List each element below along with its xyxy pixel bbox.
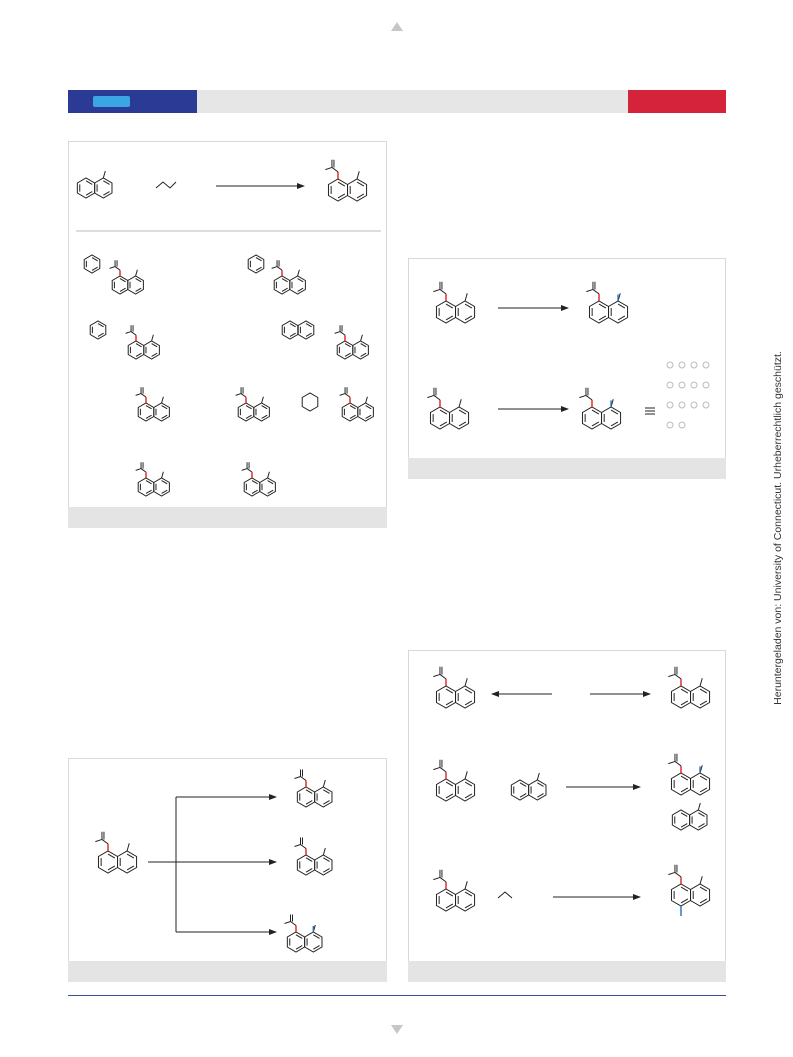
alkene-reagent	[155, 181, 177, 189]
scheme-4-caption	[408, 961, 726, 982]
pyrene-product	[579, 387, 622, 430]
scheme-3-caption	[68, 961, 387, 982]
substrate-product-4	[334, 325, 369, 360]
scheme-2-caption	[408, 458, 726, 479]
substrate-product-9	[241, 462, 276, 497]
substrate-product-2	[271, 260, 306, 295]
scheme3-product-3	[284, 914, 323, 953]
substrate-product-6	[235, 387, 270, 422]
scheme4-right-product	[668, 666, 711, 709]
scheme3-product-2	[294, 837, 333, 876]
biaryl-product-bottom	[671, 802, 708, 831]
scheme-2-panel	[408, 258, 726, 479]
alkenylated-product	[668, 864, 711, 907]
crystal-structure	[666, 361, 710, 429]
scheme3-product-1	[294, 769, 333, 808]
scheme-1-panel	[68, 141, 387, 528]
naphthalene-coupling-partner	[510, 772, 547, 801]
nav-up-arrow-icon[interactable]	[391, 22, 403, 31]
scheme4-substrate-3	[433, 869, 476, 912]
substrate-product-7	[339, 387, 374, 422]
alkene-partner	[497, 891, 513, 899]
substrate-product-1	[109, 260, 144, 295]
header-accent-block	[628, 90, 726, 113]
scheme4-left-product	[433, 666, 476, 709]
header-section-pill[interactable]	[93, 96, 130, 107]
substrate-product-3	[125, 325, 160, 360]
nav-down-arrow-icon[interactable]	[391, 1025, 403, 1034]
substrate-product-8	[135, 462, 170, 497]
phenanthrene-substrate	[433, 281, 476, 324]
reactant-naphthalene	[76, 170, 113, 199]
product-naphthalene-1	[325, 159, 368, 202]
substrate-product-5	[135, 387, 170, 422]
footer-rule	[68, 995, 726, 996]
scheme3-substrate	[95, 831, 138, 874]
header-journal-block	[68, 90, 197, 113]
pyrene-substrate	[427, 387, 470, 430]
scheme-1-caption	[68, 507, 387, 528]
biaryl-product-top	[668, 753, 711, 796]
header-bar	[197, 90, 628, 113]
scheme4-substrate-2	[433, 759, 476, 802]
phenanthrene-product	[586, 281, 629, 324]
